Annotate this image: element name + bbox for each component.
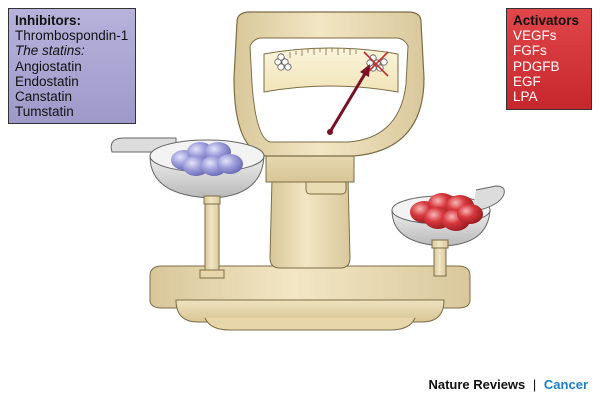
journal-name: Nature Reviews: [428, 377, 526, 392]
credit-separator: |: [532, 377, 537, 392]
dial-needle-icon: [327, 64, 370, 135]
activator-item: EGF: [513, 73, 541, 89]
journal-section: Cancer: [543, 377, 588, 392]
activators-heading: Activators: [513, 13, 580, 28]
dial-face: [263, 47, 399, 93]
activator-item: LPA: [513, 89, 538, 105]
scale-column: [269, 177, 351, 269]
activator-item: VEGFs: [513, 28, 557, 44]
activator-molecules-icon: [410, 193, 483, 231]
dial-ticks: [289, 48, 357, 58]
dial-activator-icon: [363, 51, 389, 77]
inhibitors-heading: Inhibitors:: [15, 13, 81, 28]
journal-credit: Nature Reviews | Cancer: [428, 377, 588, 392]
activator-item: FGFs: [513, 43, 547, 59]
inhibitor-item: Angiostatin: [15, 58, 82, 74]
inhibitor-item: Tumstatin: [15, 104, 74, 120]
inhibitor-item: Canstatin: [15, 89, 73, 105]
scale-base: [149, 265, 471, 309]
inhibitor-molecules-icon: [171, 142, 243, 176]
activator-item: PDGFB: [513, 58, 560, 74]
activators-box: Activators VEGFs FGFs PDGFB EGF LPA: [506, 8, 592, 110]
inhibitor-item: Thrombospondin-1: [15, 28, 129, 44]
inhibitors-box: Inhibitors: Thrombospondin-1 The statins…: [8, 8, 136, 124]
inhibitor-item: Endostatin: [15, 73, 79, 89]
dial-inhibitor-icon: [274, 53, 292, 71]
inhibitor-group-label: The statins:: [15, 43, 85, 59]
